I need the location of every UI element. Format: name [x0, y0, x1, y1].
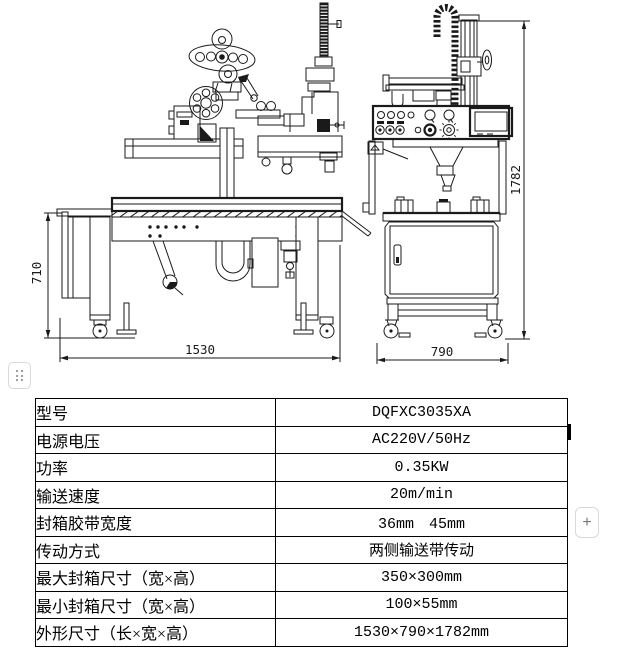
technical-drawing: 710 1530	[29, 2, 530, 364]
display-screen	[468, 106, 514, 138]
machine-legs	[89, 216, 335, 339]
spec-label[interactable]: 电源电压	[35, 425, 276, 454]
caster-wheel	[487, 323, 503, 339]
under-table-mechanism	[152, 237, 301, 296]
door-handle	[393, 244, 402, 266]
dimension-width-790: 790	[376, 343, 509, 364]
table-row: 最大封箱尺寸（宽×高） 350×300mm	[35, 563, 568, 592]
spec-label[interactable]: 最大封箱尺寸（宽×高）	[35, 563, 276, 592]
left-view-drawing: 710 1530	[29, 2, 372, 362]
control-panel	[371, 104, 514, 141]
motor-box	[168, 105, 217, 143]
right-view-drawing: 1782 790	[362, 4, 530, 364]
power-knob	[423, 123, 437, 137]
base-frame	[383, 297, 503, 339]
spec-value[interactable]: 350×300mm	[275, 563, 568, 592]
table-row: 型号 DQFXC3035XA	[35, 398, 568, 427]
top-shelf	[382, 196, 501, 222]
machine-body	[362, 138, 507, 222]
taping-head	[188, 28, 256, 101]
spec-value[interactable]: 100×55mm	[275, 590, 568, 619]
spec-label[interactable]: 传动方式	[35, 535, 276, 564]
outfeed-ramp	[341, 210, 372, 237]
spec-label[interactable]: 功率	[35, 453, 276, 482]
spec-value[interactable]: DQFXC3035XA	[275, 398, 568, 427]
spec-label[interactable]: 最小封箱尺寸（宽×高）	[35, 590, 276, 619]
conveyor-table	[56, 196, 372, 242]
applicator-arm	[235, 74, 305, 127]
spec-value[interactable]: 0.35KW	[275, 453, 568, 482]
drag-handle-button[interactable]	[8, 362, 31, 389]
mast-assembly	[456, 14, 492, 107]
caster-wheel	[319, 323, 335, 339]
cable-chain	[433, 4, 459, 108]
dimension-height-1782: 1782	[479, 20, 530, 340]
dimension-label: 710	[29, 262, 44, 285]
bolt-holes	[148, 225, 309, 238]
dimension-label: 1530	[185, 342, 215, 357]
spec-value[interactable]: 36mm 45mm	[275, 508, 568, 537]
table-row: 传动方式 两侧输送带传动	[35, 535, 568, 564]
table-row: 封箱胶带宽度 36mm 45mm	[35, 508, 568, 537]
table-row: 外形尺寸（长×宽×高） 1530×790×1782mm	[35, 618, 568, 647]
table-row: 最小封箱尺寸（宽×高） 100×55mm	[35, 590, 568, 619]
center-column	[219, 127, 235, 199]
cabinet	[384, 221, 499, 299]
text-cursor	[568, 424, 571, 440]
tape-roll	[189, 86, 223, 120]
spec-label[interactable]: 输送速度	[35, 480, 276, 509]
spec-table: 型号 DQFXC3035XA 电源电压 AC220V/50Hz 功率 0.35K…	[35, 398, 568, 647]
dimension-width-1530: 1530	[59, 245, 341, 362]
caster-wheel	[383, 323, 399, 339]
dimension-height-710: 710	[29, 212, 135, 339]
dimension-label: 790	[431, 344, 454, 359]
cross-arm	[382, 74, 465, 108]
handwheel	[482, 49, 492, 71]
table-row: 输送速度 20m/min	[35, 480, 568, 509]
add-row-button[interactable]: +	[575, 507, 599, 538]
table-row: 功率 0.35KW	[35, 453, 568, 482]
cabinet-door	[389, 225, 494, 295]
spec-value[interactable]: 20m/min	[275, 480, 568, 509]
spec-label[interactable]: 型号	[35, 398, 276, 427]
spec-label[interactable]: 外形尺寸（长×宽×高）	[35, 618, 276, 647]
spec-value[interactable]: 1530×790×1782mm	[275, 618, 568, 647]
spec-label[interactable]: 封箱胶带宽度	[35, 508, 276, 537]
dimension-label: 1782	[508, 165, 523, 195]
spec-value[interactable]: 两侧输送带传动	[275, 535, 568, 564]
head-bracket	[289, 2, 345, 173]
selector-knobs	[375, 125, 422, 135]
spec-value[interactable]: AC220V/50Hz	[275, 425, 568, 454]
table-row: 电源电压 AC220V/50Hz	[35, 425, 568, 454]
indicator-lights	[424, 109, 455, 123]
drag-handle-icon	[16, 370, 23, 381]
